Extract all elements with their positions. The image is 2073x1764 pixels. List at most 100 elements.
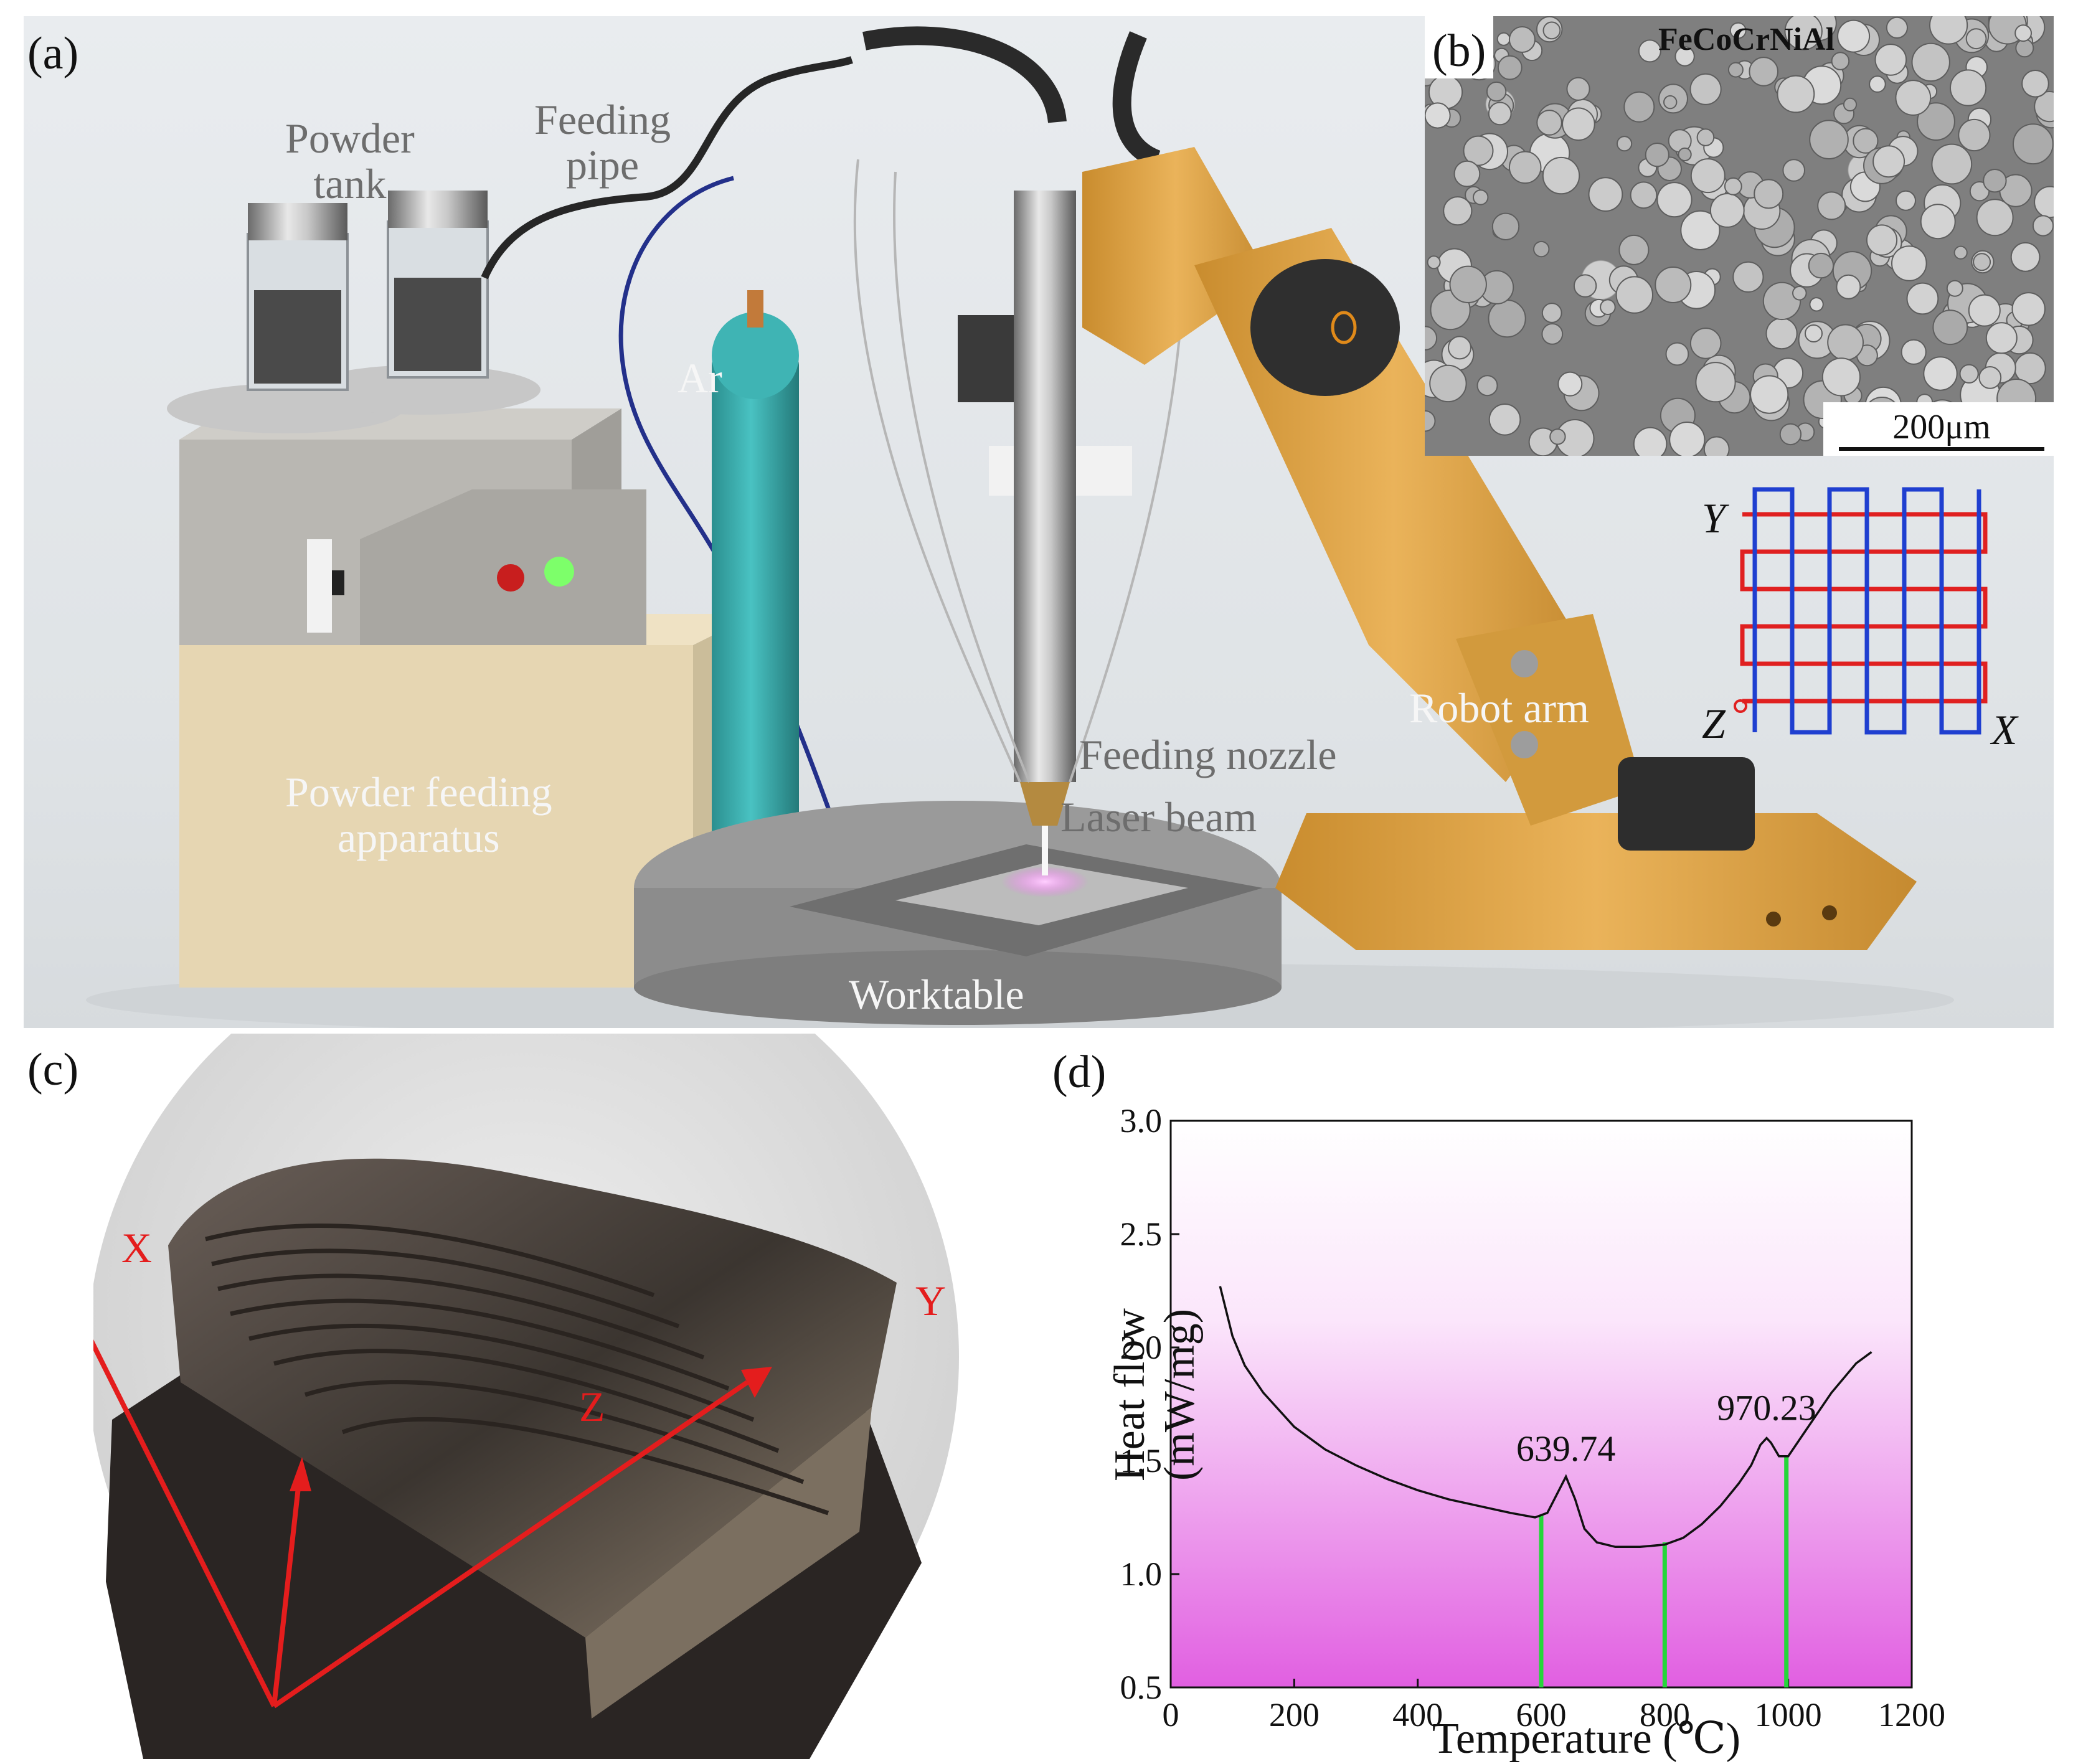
powder-particle — [1929, 16, 1968, 45]
scan-strategy-diagram — [1734, 487, 1988, 735]
scan-axis-x: X — [1991, 706, 2018, 753]
powder-particle — [1895, 80, 1932, 116]
cable-top — [862, 26, 1067, 123]
sample-axes — [93, 1339, 749, 1709]
panel-label-a: (a) — [27, 28, 79, 79]
powder-particle — [1618, 234, 1650, 265]
peak-annotation: 639.74 — [1516, 1428, 1616, 1469]
powder-particle — [1533, 240, 1550, 258]
powder-particle — [1872, 145, 1905, 178]
powder-particle — [1463, 135, 1494, 166]
powder-particle — [1562, 107, 1595, 141]
powder-particle — [1541, 303, 1562, 323]
laser-head — [853, 159, 1186, 875]
peak-annotation: 970.23 — [1717, 1387, 1816, 1428]
powder-particle — [1891, 245, 1927, 281]
powder-particle — [2014, 24, 2032, 42]
label-laser-beam: Laser beam — [1060, 793, 1257, 841]
powder-particle — [1508, 151, 1542, 184]
powder-particle — [1633, 427, 1668, 456]
powder-particle — [1817, 191, 1846, 220]
powder-particle — [1645, 143, 1669, 167]
powder-particle — [1923, 356, 1958, 391]
powder-particle — [1906, 282, 1939, 315]
scan-path-blue — [1752, 487, 1981, 735]
panel-c-sample-photo: X Y Z — [93, 1034, 959, 1759]
x-tick-label: 0 — [1163, 1696, 1179, 1733]
powder-particle — [1448, 336, 1471, 360]
label-ar: Ar — [678, 354, 722, 402]
powder-particle — [1689, 73, 1722, 105]
block-scan-ridges — [205, 1223, 829, 1516]
powder-particle — [1809, 120, 1849, 159]
panel-b-sem-image: FeCoCrNiAl 200μm — [1425, 16, 2054, 456]
powder-particle — [1749, 57, 1779, 87]
y-tick-label: 1.0 — [1120, 1555, 1163, 1593]
cable-top-2 — [1112, 31, 1161, 169]
powder-particle — [2011, 292, 2046, 326]
x-tick-label: 600 — [1516, 1696, 1567, 1733]
powder-particle — [1779, 423, 1802, 446]
powder-particle — [1696, 128, 1715, 146]
powder-particle — [1665, 342, 1689, 366]
powder-particle — [1965, 28, 1987, 50]
powder-particle — [1732, 261, 1764, 293]
scale-bar-text: 200μm — [1892, 408, 1991, 446]
label-feeding-pipe: Feeding pipe — [534, 96, 671, 189]
powder-particle — [1453, 160, 1481, 187]
scan-axis-z: Z — [1702, 700, 1726, 747]
powder-particle — [1777, 75, 1815, 113]
powder-particle — [1950, 69, 1987, 106]
label-powder-tank: Powder tank — [285, 115, 415, 208]
powder-particle — [1827, 324, 1864, 361]
powder-particle — [1473, 189, 1489, 205]
powder-particle — [1911, 42, 1950, 82]
powder-particle — [2010, 242, 2041, 272]
powder-particle — [1978, 366, 2002, 389]
scale-bar-line — [1839, 447, 2044, 451]
powder-particle — [1958, 118, 1991, 152]
powder-particle — [1617, 136, 1633, 152]
powder-particle — [1784, 16, 1823, 50]
powder-particle — [1901, 339, 1927, 365]
powder-particle — [1953, 245, 1968, 260]
powder-particle — [1985, 322, 2018, 354]
powder-particle — [1680, 210, 1721, 250]
powder-particle — [1541, 323, 1564, 345]
powder-particle — [1821, 357, 1861, 397]
powder-particle — [1542, 156, 1580, 195]
robot-arm-render — [1082, 147, 1917, 950]
powder-particle — [1600, 299, 1616, 316]
powder-particle — [2034, 91, 2054, 123]
powder-particle — [1765, 318, 1798, 350]
y-tick-label: 2.0 — [1120, 1329, 1163, 1366]
powder-particle — [1674, 46, 1695, 67]
panel-label-c: (c) — [27, 1044, 79, 1095]
powder-particle — [1488, 300, 1526, 338]
y-tick-label: 0.5 — [1120, 1669, 1163, 1706]
panel-label-d: (d) — [1052, 1047, 1107, 1098]
powder-particle — [1695, 362, 1736, 403]
powder-particle — [1497, 55, 1523, 80]
powder-particle — [1425, 410, 1436, 432]
powder-particle — [1836, 274, 1861, 300]
powder-particle — [1724, 177, 1742, 196]
panel-b-label-box — [1425, 16, 1493, 78]
powder-particle — [1449, 265, 1487, 303]
powder-particle — [2021, 70, 2049, 98]
powder-composition-title: FeCoCrNiAl — [1658, 22, 1835, 57]
block-side-face — [585, 1407, 872, 1719]
powder-particle — [1709, 193, 1745, 228]
y-axis-arrowhead — [741, 1367, 772, 1398]
powder-particle — [1443, 196, 1473, 226]
powder-particle — [1866, 224, 1898, 256]
powder-particle — [1638, 39, 1661, 63]
powder-particle — [1896, 190, 1916, 211]
photo-axis-y: Y — [915, 1277, 947, 1324]
powder-particle — [1549, 428, 1566, 445]
powder-particle — [1669, 422, 1706, 456]
powder-particle — [1663, 95, 1678, 110]
laser-beam-line — [1042, 826, 1048, 875]
powder-particle — [1656, 182, 1693, 218]
